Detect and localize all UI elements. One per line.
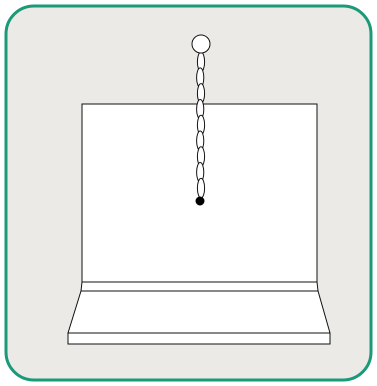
tray-lip	[81, 282, 318, 291]
chain-link	[197, 178, 204, 198]
top-ring	[192, 35, 210, 53]
bottom-weight	[196, 197, 204, 205]
tray-slope	[68, 291, 330, 333]
tray-front-edge	[68, 333, 330, 344]
box-base-tray	[68, 282, 330, 344]
hanging-chain	[197, 52, 205, 198]
